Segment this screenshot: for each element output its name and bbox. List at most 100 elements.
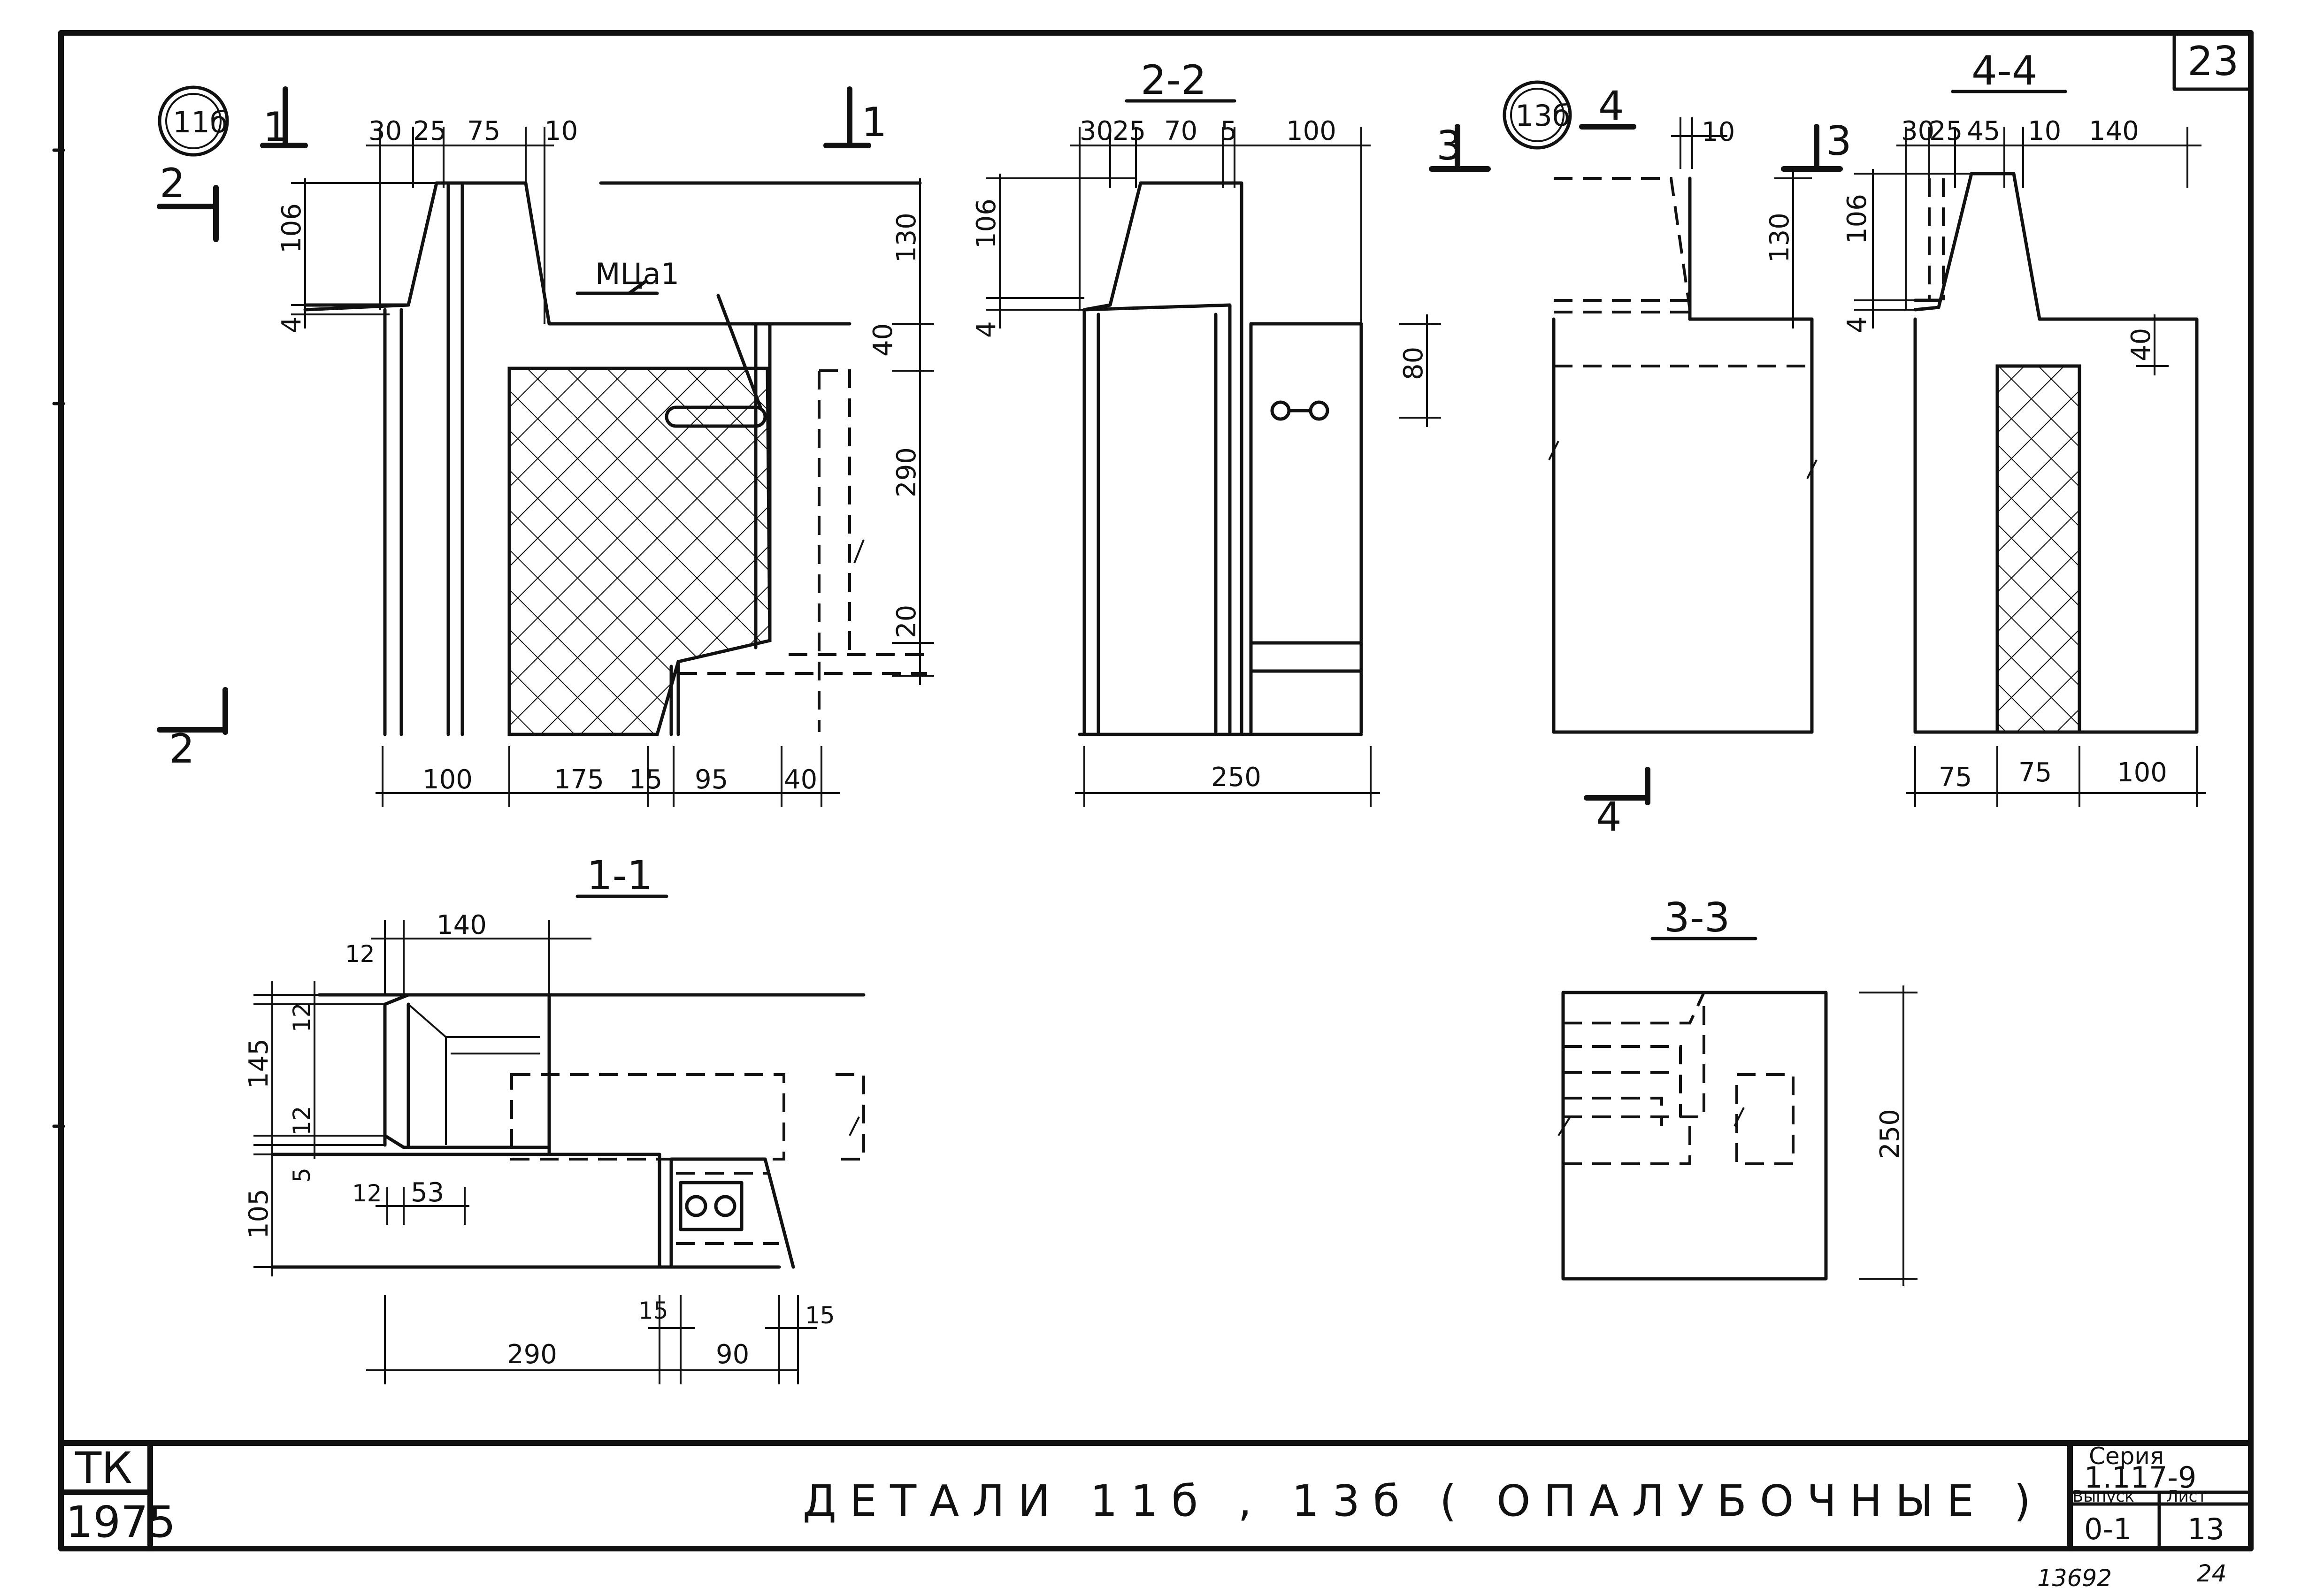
label-mts: МЦа1 [595, 257, 679, 291]
svg-text:175: 175 [554, 764, 604, 795]
svg-text:5: 5 [1220, 116, 1237, 146]
dims-1-1-top: 12 140 [345, 910, 591, 995]
svg-text:30: 30 [368, 116, 402, 146]
cut-2-top: 2 [160, 160, 185, 207]
svg-text:25: 25 [1929, 116, 1963, 146]
svg-text:106: 106 [971, 199, 1002, 249]
svg-text:45: 45 [1967, 116, 2000, 146]
svg-text:40: 40 [868, 323, 898, 357]
svg-text:40: 40 [2126, 328, 2156, 361]
dims-11b-top: 30 25 75 10 [366, 116, 578, 324]
section-2-2: 2-2 30 25 70 5 100 [971, 57, 1441, 807]
dims-1-1-bottom: 15 15 290 90 [366, 1295, 835, 1384]
svg-text:12: 12 [288, 1002, 315, 1032]
dims-11b-left: 106 4 [276, 178, 437, 333]
issue-value: 0-1 [2084, 1512, 2132, 1546]
dims-4-4-right: 40 [2126, 314, 2169, 375]
svg-text:25: 25 [1112, 116, 1146, 146]
svg-text:290: 290 [507, 1339, 557, 1370]
sheet-number-box: 23 [2172, 31, 2253, 91]
svg-text:15: 15 [629, 764, 662, 795]
svg-text:15: 15 [805, 1302, 835, 1329]
svg-text:30: 30 [1901, 116, 1934, 146]
svg-text:75: 75 [2018, 757, 2052, 788]
section-4-4-title: 4-4 [1971, 47, 2037, 94]
svg-text:4: 4 [971, 321, 1002, 338]
svg-text:12: 12 [288, 1106, 315, 1136]
cut-4-bottom: 4 [1596, 794, 1622, 840]
section-3-3-title: 3-3 [1664, 894, 1730, 941]
title-block: ТК 1975 ДЕТАЛИ 11б , 13б ( ОПАЛУБОЧНЫЕ )… [58, 1440, 2253, 1551]
svg-text:100: 100 [1286, 116, 1336, 146]
svg-text:100: 100 [422, 764, 473, 795]
svg-text:15: 15 [638, 1297, 668, 1324]
dims-11b-right: 130 40 290 20 [868, 178, 934, 685]
dims-1-1-inner: 12 53 [352, 1177, 469, 1225]
dims-2-2-left: 106 4 [971, 174, 1136, 338]
svg-text:25: 25 [413, 116, 446, 146]
svg-text:53: 53 [411, 1177, 444, 1208]
svg-text:140: 140 [437, 910, 487, 940]
svg-text:130: 130 [1764, 213, 1795, 263]
dims-4-4-bottom: 75 75 100 [1906, 746, 2206, 807]
dims-13b: 10 130 [1671, 117, 1812, 328]
dims-3-3: 250 [1859, 985, 1918, 1286]
svg-text:10: 10 [545, 116, 578, 146]
dims-4-4-top: 30 25 45 10 140 [1896, 116, 2201, 310]
dims-2-2-top: 30 25 70 5 100 [1070, 116, 1371, 324]
detail-11b-marker: 11б [173, 105, 228, 139]
dims-2-2-bottom: 250 [1075, 746, 1380, 807]
svg-text:105: 105 [244, 1189, 274, 1239]
detail-13b-elevation: 13б 3 3 4 4 10 130 [1429, 80, 1852, 840]
svg-text:10: 10 [2028, 116, 2061, 146]
svg-text:95: 95 [695, 764, 728, 795]
svg-text:106: 106 [276, 203, 307, 253]
svg-text:12: 12 [352, 1180, 382, 1207]
svg-text:290: 290 [891, 447, 922, 497]
cut-1-right: 1 [861, 99, 887, 146]
sheet-title: ДЕТАЛИ 11б , 13б ( ОПАЛУБОЧНЫЕ ) [803, 1476, 2044, 1526]
cut-2-bottom: 2 [169, 725, 195, 772]
series-label: Серия [2089, 1443, 2164, 1470]
svg-text:40: 40 [784, 764, 817, 795]
svg-text:70: 70 [1164, 116, 1197, 146]
svg-text:130: 130 [891, 213, 922, 263]
svg-text:20: 20 [891, 605, 922, 638]
svg-text:250: 250 [1875, 1109, 1905, 1159]
sheet-frame [52, 30, 2254, 1551]
cut-4-top: 4 [1598, 83, 1624, 130]
svg-text:100: 100 [2117, 757, 2167, 788]
issue-label: Выпуск [2072, 1487, 2134, 1506]
svg-text:75: 75 [467, 116, 500, 146]
sheet-value: 13 [2187, 1512, 2224, 1546]
detail-13b-marker: 13б [1515, 99, 1570, 133]
section-1-1: 1-1 12 140 [244, 852, 866, 1384]
svg-text:4: 4 [276, 316, 307, 333]
svg-text:106: 106 [1842, 194, 1872, 244]
tk-stamp: ТК [75, 1443, 132, 1493]
svg-text:4: 4 [1842, 316, 1872, 333]
svg-text:75: 75 [1939, 762, 1972, 793]
cut-1-left: 1 [263, 104, 289, 151]
svg-text:5: 5 [288, 1168, 315, 1183]
footer-notes: 13692 24 [2037, 1560, 2227, 1592]
sheet-number: 23 [2187, 38, 2239, 85]
svg-text:145: 145 [244, 1039, 274, 1089]
footer-num: 24 [2197, 1560, 2227, 1587]
year-stamp: 1975 [66, 1497, 176, 1547]
dims-1-1-left: 12 145 12 5 105 [244, 981, 385, 1276]
svg-text:10: 10 [1702, 117, 1735, 147]
sheet-label: Лист [2166, 1487, 2207, 1506]
svg-text:30: 30 [1080, 116, 1113, 146]
svg-text:90: 90 [716, 1339, 749, 1370]
cut-3-left: 3 [1436, 122, 1462, 169]
detail-11b-elevation: 11б 1 1 2 2 [157, 85, 934, 807]
svg-text:250: 250 [1211, 762, 1261, 793]
dims-4-4-left: 106 4 [1842, 169, 1971, 333]
section-1-1-title: 1-1 [587, 852, 652, 899]
section-4-4: 4-4 30 25 45 10 140 106 4 [1842, 47, 2206, 807]
series-value: 1.117-9 [2084, 1460, 2196, 1495]
cut-3-right: 3 [1826, 118, 1852, 165]
footer-code: 13692 [2037, 1565, 2112, 1592]
